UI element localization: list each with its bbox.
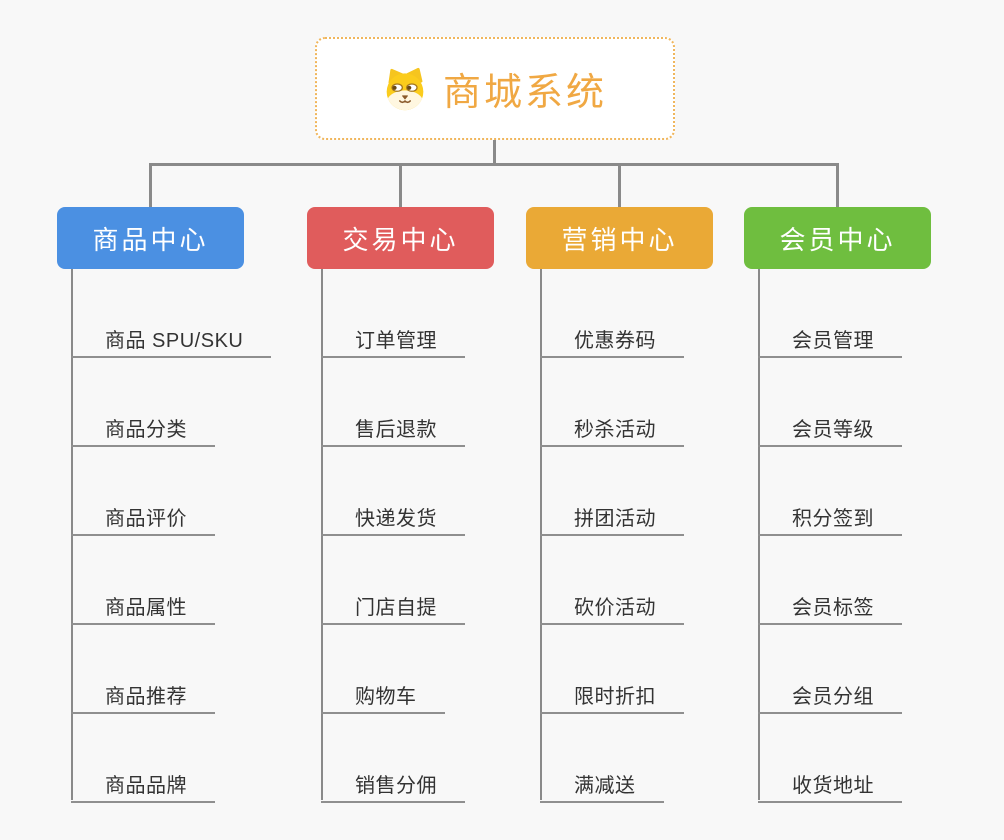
branch-header-label: 商品中心 (92, 224, 209, 255)
root-node[interactable]: 商城系统 (315, 37, 675, 140)
branch-item-label: 商品评价 (105, 508, 187, 530)
branch-header[interactable]: 会员中心 (744, 207, 931, 269)
branch-item[interactable]: 商品评价 (71, 497, 215, 536)
branch-item-label: 商品品牌 (105, 775, 187, 797)
branch-header[interactable]: 营销中心 (526, 207, 713, 269)
branch-header-label: 营销中心 (561, 224, 678, 255)
branch-item[interactable]: 收货地址 (758, 764, 902, 803)
branch-item-label: 会员标签 (792, 597, 874, 619)
branch-item-label: 收货地址 (792, 775, 874, 797)
branch-item[interactable]: 满减送 (540, 764, 664, 803)
branch-item-label: 会员分组 (792, 686, 874, 708)
branch-item[interactable]: 会员标签 (758, 586, 902, 625)
branch-item-label: 快递发货 (355, 508, 437, 530)
branch-item[interactable]: 优惠券码 (540, 319, 684, 358)
branch-item-label: 砍价活动 (574, 597, 656, 619)
branch-item[interactable]: 商品属性 (71, 586, 215, 625)
branch-item[interactable]: 门店自提 (321, 586, 465, 625)
branch-header-label: 交易中心 (342, 224, 459, 255)
branch-item[interactable]: 售后退款 (321, 408, 465, 447)
branch-header-label: 会员中心 (779, 224, 896, 255)
connector-branch-drop (618, 163, 621, 207)
branch-item-label: 门店自提 (355, 597, 437, 619)
branch-item[interactable]: 订单管理 (321, 319, 465, 358)
connector-branch-drop (836, 163, 839, 207)
branch-item[interactable]: 秒杀活动 (540, 408, 684, 447)
root-title: 商城系统 (442, 72, 607, 114)
branch-item[interactable]: 会员等级 (758, 408, 902, 447)
connector-branch-drop (399, 163, 402, 207)
branch-item[interactable]: 购物车 (321, 675, 445, 714)
connector-branch-drop (149, 163, 152, 207)
branch-item[interactable]: 限时折扣 (540, 675, 684, 714)
branch-item[interactable]: 商品 SPU/SKU (71, 319, 272, 358)
branch-item-label: 积分签到 (792, 508, 874, 530)
branch-item-label: 满减送 (574, 775, 636, 797)
branch-item[interactable]: 会员管理 (758, 319, 902, 358)
branch-item[interactable]: 砍价活动 (540, 586, 684, 625)
branch-item[interactable]: 商品品牌 (71, 764, 215, 803)
branch-item-label: 限时折扣 (574, 686, 656, 708)
branch-header[interactable]: 商品中心 (57, 207, 244, 269)
connector-horizontal-bar (149, 163, 839, 166)
branch-item[interactable]: 商品推荐 (71, 675, 215, 714)
branch-item-label: 商品 SPU/SKU (105, 330, 244, 352)
branch-item-label: 商品推荐 (105, 686, 187, 708)
branch-item-label: 销售分佣 (355, 775, 437, 797)
connector-root-trunk (493, 140, 496, 163)
branch-item[interactable]: 销售分佣 (321, 764, 465, 803)
branch-item-label: 商品分类 (105, 419, 187, 441)
branch-item-label: 会员管理 (792, 330, 874, 352)
branch-item-label: 会员等级 (792, 419, 874, 441)
branch-item-label: 订单管理 (355, 330, 437, 352)
branch-item[interactable]: 快递发货 (321, 497, 465, 536)
branch-item-label: 售后退款 (355, 419, 437, 441)
branch-item[interactable]: 会员分组 (758, 675, 902, 714)
branch-item[interactable]: 拼团活动 (540, 497, 684, 536)
dog-face-icon (383, 67, 427, 111)
branch-item[interactable]: 积分签到 (758, 497, 902, 536)
branch-item-label: 拼团活动 (574, 508, 656, 530)
branch-header[interactable]: 交易中心 (307, 207, 494, 269)
branch-item-label: 购物车 (355, 686, 417, 708)
branch-item[interactable]: 商品分类 (71, 408, 215, 447)
branch-item-label: 优惠券码 (574, 330, 656, 352)
branch-item-label: 秒杀活动 (574, 419, 656, 441)
branch-item-label: 商品属性 (105, 597, 187, 619)
